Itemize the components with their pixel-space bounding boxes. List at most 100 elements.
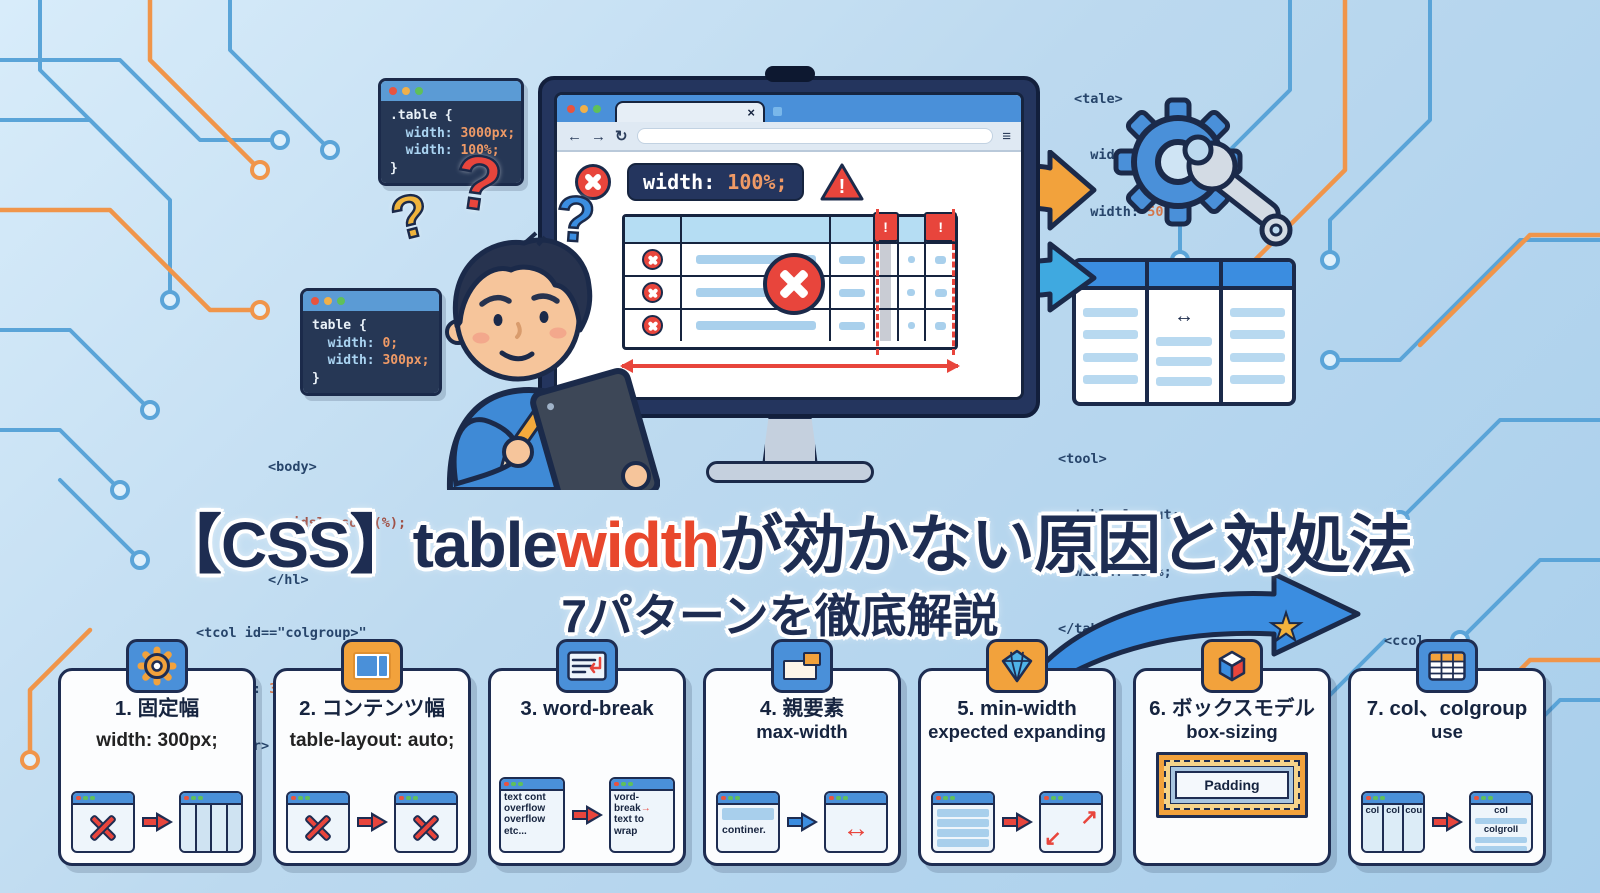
arrow-icon (1432, 812, 1463, 832)
card-badge (341, 639, 403, 693)
code-line: } (312, 370, 320, 386)
error-x-icon (575, 164, 611, 200)
code-lines: .table { width: 3000px; width: 100%; } (381, 101, 521, 184)
browser-tabbar: × (557, 95, 1021, 122)
before-after-demo (276, 791, 468, 853)
table-row (625, 242, 955, 275)
content-bar (937, 819, 989, 827)
table-column: ↔ (1149, 262, 1223, 402)
mini-browser-broken (71, 791, 135, 853)
content-bar (907, 256, 915, 263)
width-measure-arrow (620, 359, 960, 373)
error-x-icon (411, 813, 441, 843)
parent-element-icon (783, 652, 821, 680)
card-col-colgroup: 7. col、colgroup use col col cou col (1348, 639, 1546, 866)
card-title: 1. 固定幅 (114, 697, 200, 720)
content-bar (937, 839, 989, 847)
overflow-dashed-line (952, 209, 955, 355)
code-lines: table { width: 0; width: 300px; } (303, 311, 439, 394)
before-after-demo: col col cou col colgroll (1351, 791, 1543, 853)
content-bar (695, 255, 816, 264)
swoosh-arrow: ★ (1033, 571, 1361, 680)
squeezed-column (879, 277, 891, 308)
green-dot-icon (415, 87, 423, 95)
card-title: 3. word-break (520, 697, 654, 720)
content-bar (1475, 837, 1527, 844)
star-icon: ★ (1269, 607, 1303, 649)
url-bar (636, 128, 994, 144)
page-subtitle: 7パターンを徹底解説 (561, 590, 999, 642)
broken-table-graphic: ! ! (622, 209, 958, 355)
code-panel-titlebar (381, 81, 521, 101)
card-title: 6. ボックスモデル (1149, 697, 1315, 720)
gear-wrench-icon (1113, 97, 1293, 247)
monitor: × ← → ↻ ≡ width: 100%; (538, 76, 1040, 418)
content-bar (1156, 357, 1212, 366)
confused-developer-illustration (445, 231, 660, 490)
row-label: col (1494, 805, 1508, 816)
content-bar (1475, 817, 1527, 824)
browser-page: width: 100%; ! ! ! (557, 152, 1021, 397)
content-bar (907, 322, 915, 329)
column-header (1149, 262, 1219, 290)
content-bar (1229, 308, 1285, 318)
back-icon: ← (567, 127, 582, 145)
content-bar (838, 288, 866, 297)
box-model-icon (1218, 650, 1246, 682)
red-dot-icon (567, 104, 575, 113)
browser-tab: × (615, 101, 765, 122)
column-header (1222, 262, 1292, 290)
card-badge (771, 639, 833, 693)
card-title-line2: expected expanding (928, 720, 1106, 742)
arrow-icon (357, 812, 388, 832)
red-dot-icon (389, 87, 397, 95)
content-bar (937, 829, 989, 837)
diag-arrow-icon: ↙ (1044, 827, 1062, 850)
green-dot-icon (337, 297, 345, 305)
h-arrow-icon: ↔ (842, 812, 870, 843)
table-column (1222, 262, 1292, 402)
card-content-width: 2. コンテンツ幅 table-layout: auto; (273, 639, 471, 866)
word-wrap-icon (567, 651, 607, 681)
table-columns (181, 805, 241, 851)
window-controls (567, 104, 601, 113)
mini-browser-expanding: ↗ ↙ (1039, 791, 1103, 853)
card-title: 2. コンテンツ幅 (299, 697, 445, 720)
code-line: table { (312, 318, 367, 333)
card-fixed-width: 1. 固定幅 width: 300px; (58, 639, 256, 866)
card-title-line2: box-sizing (1186, 720, 1278, 742)
content-bar (1083, 352, 1139, 362)
mini-browser-rows (931, 791, 995, 853)
pattern-cards: 1. 固定幅 width: 300px; 2. コン (58, 639, 1546, 866)
content-bar (838, 255, 866, 264)
code-text-body: <body> widslessons(%); </hl> (268, 458, 407, 589)
squeezed-column (879, 244, 891, 275)
card-title: 4. 親要素 (759, 697, 845, 720)
squeezed-column (879, 310, 891, 341)
before-after-demo: continer. ↔ (706, 791, 898, 853)
error-x-icon (303, 813, 333, 843)
mini-browser-cols: col col cou (1361, 791, 1425, 853)
overflow-dashed-line (876, 209, 879, 355)
container-label: continer. (722, 824, 766, 836)
content-bar (907, 289, 916, 296)
wrap-arrow-icon: → (640, 803, 651, 815)
content-bar (722, 808, 774, 820)
diag-arrow-icon: ↗ (1080, 806, 1098, 829)
code-line: width: 0; (327, 335, 399, 351)
mini-browser-result (394, 791, 458, 853)
reload-icon: ↻ (615, 127, 628, 145)
code-line: width: 3000px; (405, 125, 516, 141)
card-title: 7. col、colgroup (1366, 697, 1528, 720)
row-label: colgroll (1483, 824, 1519, 836)
content-bar (934, 288, 947, 297)
mini-browser-fixed (179, 791, 243, 853)
content-bar (1083, 374, 1139, 384)
card-code: table-layout: auto; (289, 729, 455, 751)
width-arrow-icon: ↔ (1173, 305, 1194, 327)
new-tab-button (773, 107, 782, 116)
